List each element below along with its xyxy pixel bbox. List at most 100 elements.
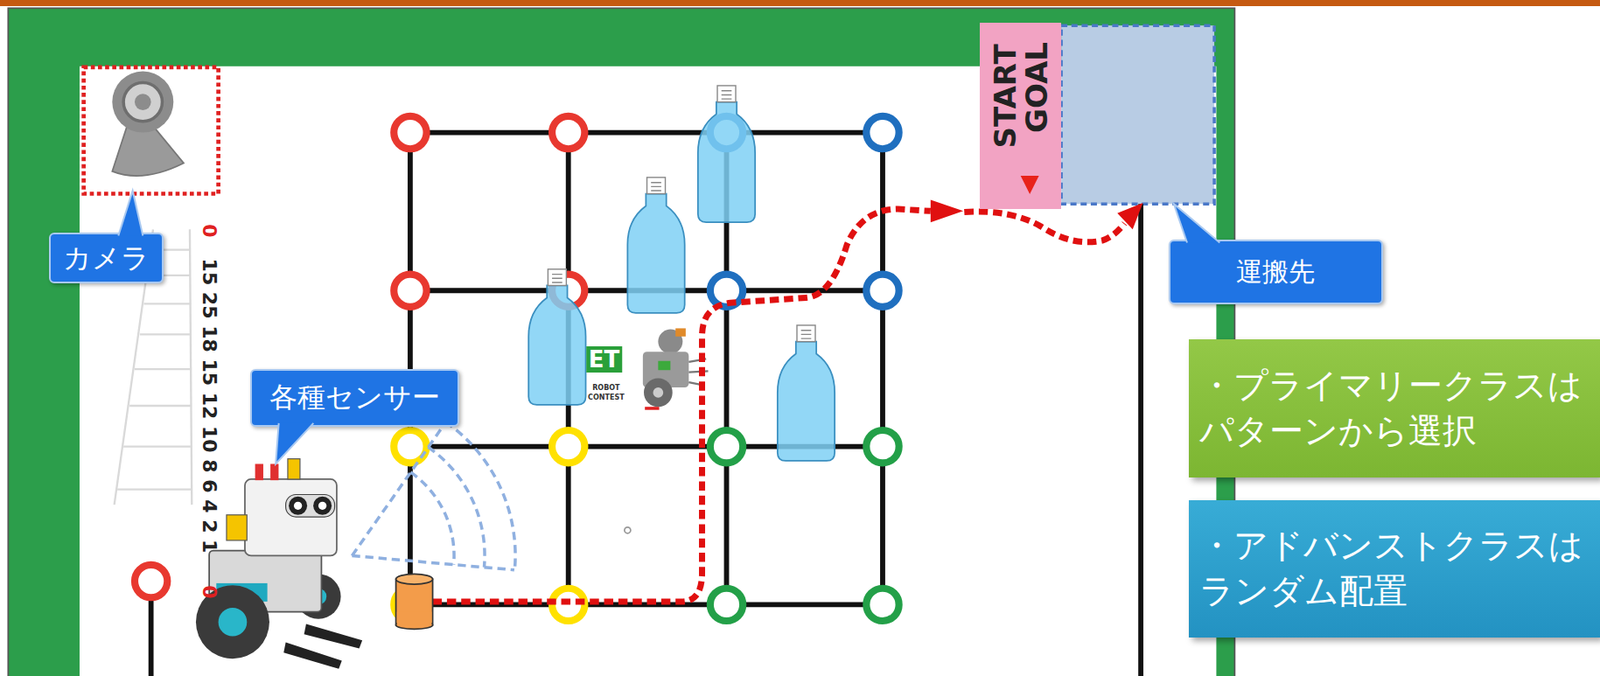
camera-lens [123, 82, 162, 121]
callout-pointer [1168, 239, 1170, 241]
icon-motion [688, 358, 708, 385]
ladder-rung [117, 488, 192, 490]
box-text: 運搬先 [1236, 257, 1315, 287]
camera-area [83, 67, 219, 195]
cylinder-object [396, 573, 434, 629]
icon-part [657, 361, 671, 371]
ladder-rail [189, 229, 192, 505]
blue-circle [866, 274, 899, 308]
box-text: ・プライマリークラスは パターンから選択 [1199, 363, 1592, 455]
box-text: カメラ [62, 243, 150, 274]
route-arrowhead [1117, 202, 1143, 230]
bottle [627, 194, 685, 314]
green-circle [866, 588, 899, 622]
robot-body [244, 479, 337, 556]
icon-part [675, 328, 686, 336]
cylinder-side [396, 579, 434, 625]
robot-eye-inner [293, 502, 302, 511]
red-circle [134, 565, 168, 598]
callout-pointer-fill [1173, 203, 1219, 243]
ladder-rung [139, 333, 191, 336]
callout-box: 各種センサー [250, 369, 460, 427]
top-bar [0, 0, 1600, 7]
sensor-arc [410, 472, 455, 566]
route-line [433, 209, 931, 602]
icon-wheel [643, 378, 673, 408]
marker-dot [624, 527, 631, 534]
red-circle [393, 274, 427, 308]
destination-area [1061, 25, 1215, 204]
icon-hub [653, 387, 664, 399]
grid-line [880, 132, 886, 606]
sensor-range [351, 422, 516, 571]
green-circle [866, 430, 899, 463]
callout-pointer-edge [275, 423, 314, 465]
green-circle [710, 588, 743, 622]
icon-mark [644, 406, 659, 410]
robot-hub [218, 607, 248, 637]
ladder-rung [129, 405, 191, 407]
robot-wheel [195, 585, 270, 659]
green-circle [710, 430, 743, 463]
bottle [528, 285, 586, 405]
sensor-edge [351, 555, 514, 570]
robot-eye [313, 496, 332, 516]
start-goal-area: STARTGOAL [979, 22, 1062, 210]
ladder-rung [143, 302, 191, 305]
sensor-arc [427, 447, 485, 567]
callout-pointer-fill [275, 423, 314, 465]
callout-box: カメラ [48, 232, 164, 284]
cylinder-fill [397, 612, 433, 626]
robot-sensor [286, 494, 336, 518]
camera-lens-center [134, 93, 152, 111]
red-circle [393, 116, 427, 149]
course-line [1138, 203, 1144, 676]
bottle [777, 342, 835, 462]
logo-text: ET [586, 346, 623, 373]
robot-fork [304, 624, 363, 650]
bottle [698, 102, 755, 224]
class-note-box: ・プライマリークラスは パターンから選択 [1188, 339, 1600, 477]
robot-part [287, 459, 301, 480]
callout-pointer-fill [118, 190, 143, 236]
bottles [528, 102, 835, 462]
robot-part [226, 515, 247, 541]
class-note-box: ・アドバンストクラスは ランダム配置 [1188, 500, 1600, 638]
red-circle [551, 116, 585, 149]
robot [195, 459, 363, 670]
distance-scale: 0 [199, 223, 219, 238]
area-label: START [990, 43, 1021, 148]
callout-pointer-edge [1173, 203, 1219, 243]
blue-circle [710, 274, 743, 308]
logo-text: ROBOT [592, 384, 620, 392]
ladder-rung [134, 368, 191, 371]
grid-circles [134, 116, 900, 622]
field-border [7, 7, 1235, 676]
blue-circle [866, 116, 899, 149]
distance-scale: 15 25 18 15 12 10 8 6 4 2 1 [199, 258, 219, 554]
cylinder-top [396, 573, 434, 585]
camera-body [111, 71, 174, 133]
box-text: 各種センサー [269, 382, 441, 413]
grid-lines [151, 132, 1141, 676]
logo-text: CONTEST [587, 394, 625, 402]
callout-box: 運搬先 [1168, 239, 1384, 304]
route-arrowhead [930, 200, 964, 224]
direction-triangle [1020, 175, 1039, 195]
route-line [964, 211, 1125, 243]
callout-pointer [250, 369, 252, 371]
route-path [433, 209, 1125, 602]
sensor-edge [351, 422, 446, 557]
robot-eye-inner [318, 502, 327, 511]
bottle-cap [717, 85, 736, 103]
callout-pointer [48, 232, 50, 234]
box-text: ・アドバンストクラスは ランダム配置 [1199, 523, 1592, 615]
distance-scale: 0 [199, 585, 219, 599]
ladder-rung [123, 446, 192, 448]
grid-line [410, 130, 883, 136]
sensor-arc [446, 422, 517, 571]
callout-pointer-edge [118, 190, 143, 236]
robot-fork [283, 642, 342, 670]
robot-part [255, 463, 264, 481]
